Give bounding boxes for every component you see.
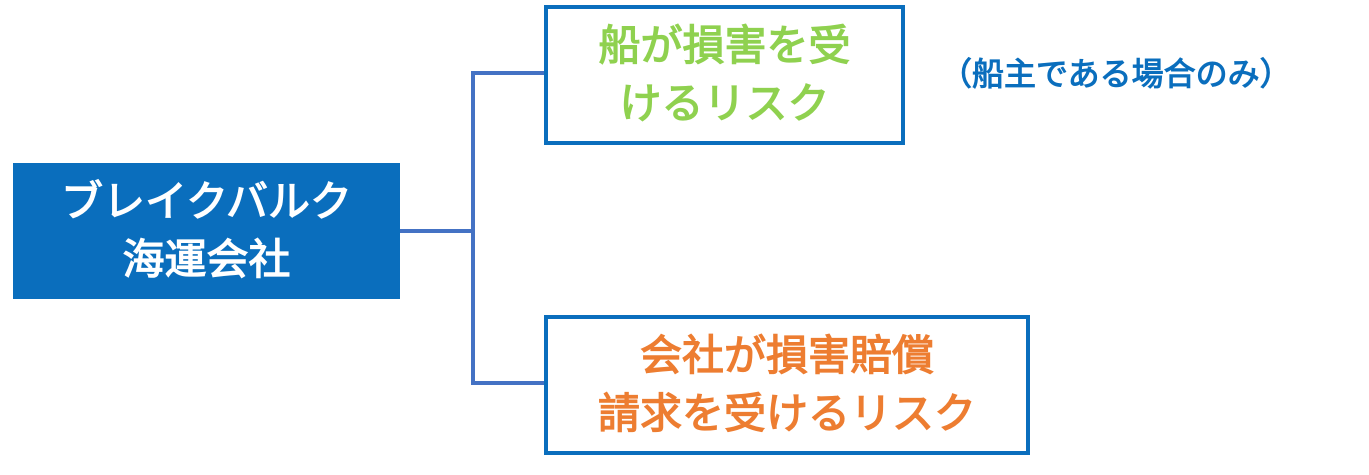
root-label-line-2: 海運会社 bbox=[122, 235, 291, 284]
branch-2-label-line-2: 請求を受けるリスク bbox=[597, 389, 976, 438]
branch-1-label-line-1: 船が損害を受 bbox=[598, 21, 851, 70]
branch-1-note: （船主である場合のみ） bbox=[940, 55, 1292, 93]
root-label-line-1: ブレイクバルク bbox=[60, 177, 353, 226]
branch-2-label-line-1: 会社が損害賠償 bbox=[639, 331, 934, 380]
branch-node-liability-claim-risk: 会社が損害賠償 請求を受けるリスク bbox=[544, 315, 1030, 455]
root-node-shipping-company: ブレイクバルク 海運会社 bbox=[13, 163, 400, 299]
branch-node-ship-damage-risk: 船が損害を受 けるリスク bbox=[544, 5, 905, 145]
branch-1-label-line-2: けるリスク bbox=[619, 79, 830, 128]
